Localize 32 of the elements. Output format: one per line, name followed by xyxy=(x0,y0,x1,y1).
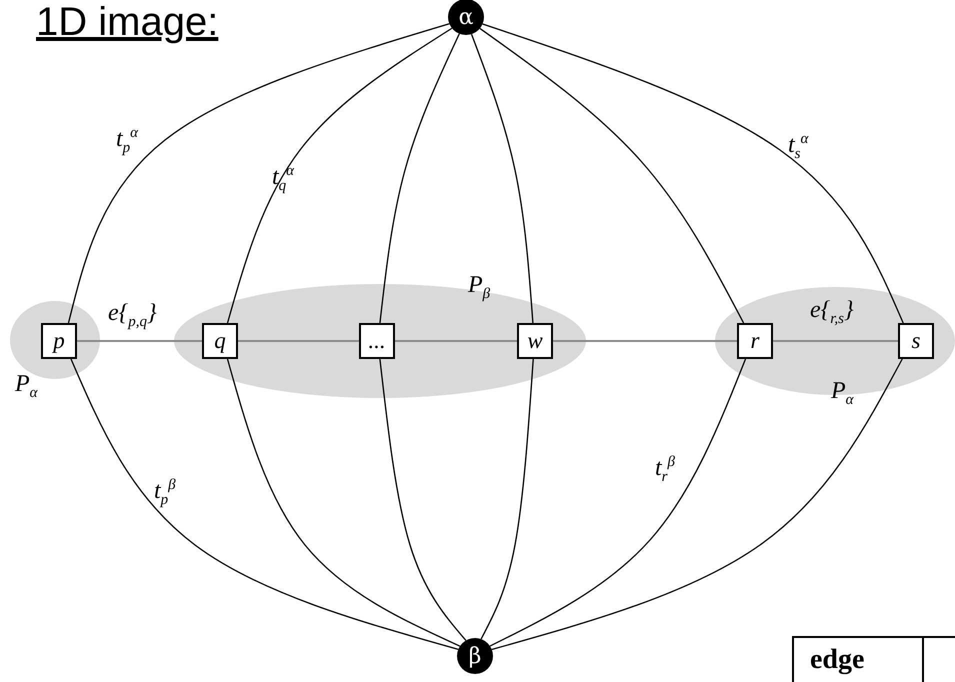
edge-label: e{$_{p,q}$} xyxy=(108,301,157,330)
pixel-square: r xyxy=(737,323,773,359)
pixel-square: q xyxy=(202,323,238,359)
pixel-square: p xyxy=(41,323,77,359)
connector-line xyxy=(238,340,359,342)
pixel-square: ... xyxy=(359,323,395,359)
connector-line xyxy=(226,358,460,647)
table-header-text: edge xyxy=(810,644,864,676)
region-label: P$_{α}$ xyxy=(15,372,38,401)
connector-line xyxy=(470,34,534,324)
pixel-square: s xyxy=(898,323,934,359)
connector-line xyxy=(492,358,903,650)
connector-line xyxy=(379,358,466,641)
connector-line xyxy=(490,358,746,647)
connector-line xyxy=(480,358,534,640)
pixel-square: w xyxy=(517,323,553,359)
connector-line xyxy=(379,33,460,324)
edge-label: e{$_{r,s}$} xyxy=(810,298,854,327)
connector-line xyxy=(70,358,458,650)
heading: 1D image: xyxy=(36,0,218,44)
connector-line xyxy=(553,340,737,342)
region-label: P$_{α}$ xyxy=(831,379,854,408)
connector-line xyxy=(77,340,202,342)
region-label: P$_{β}$ xyxy=(468,273,490,302)
connector-line xyxy=(226,28,452,324)
connector-line xyxy=(395,340,517,342)
terminal-node: β xyxy=(457,638,493,674)
connector-line xyxy=(482,23,904,324)
connector-line xyxy=(480,28,744,324)
connector-line xyxy=(773,340,898,342)
terminal-node: α xyxy=(448,0,484,35)
connector-line xyxy=(68,23,450,324)
